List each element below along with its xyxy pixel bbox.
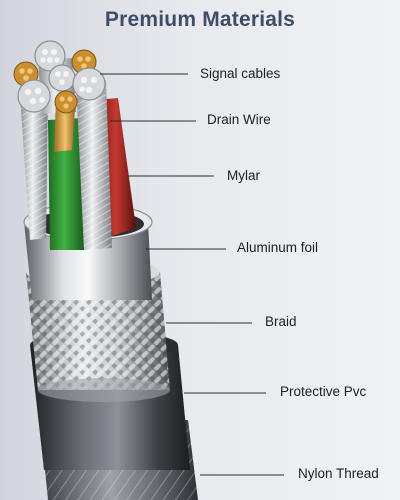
label-drain-wire: Drain Wire <box>207 112 271 127</box>
page-title: Premium Materials <box>104 8 296 31</box>
label-mylar: Mylar <box>227 168 260 183</box>
leader-lines <box>100 73 284 476</box>
label-aluminum-foil: Aluminum foil <box>237 240 319 255</box>
label-nylon-thread: Nylon Thread <box>298 466 379 481</box>
label-protective-pvc: Protective Pvc <box>280 384 367 399</box>
label-braid: Braid <box>265 314 297 329</box>
label-signal-cables: Signal cables <box>200 66 281 81</box>
wire-end-caps <box>13 40 106 114</box>
